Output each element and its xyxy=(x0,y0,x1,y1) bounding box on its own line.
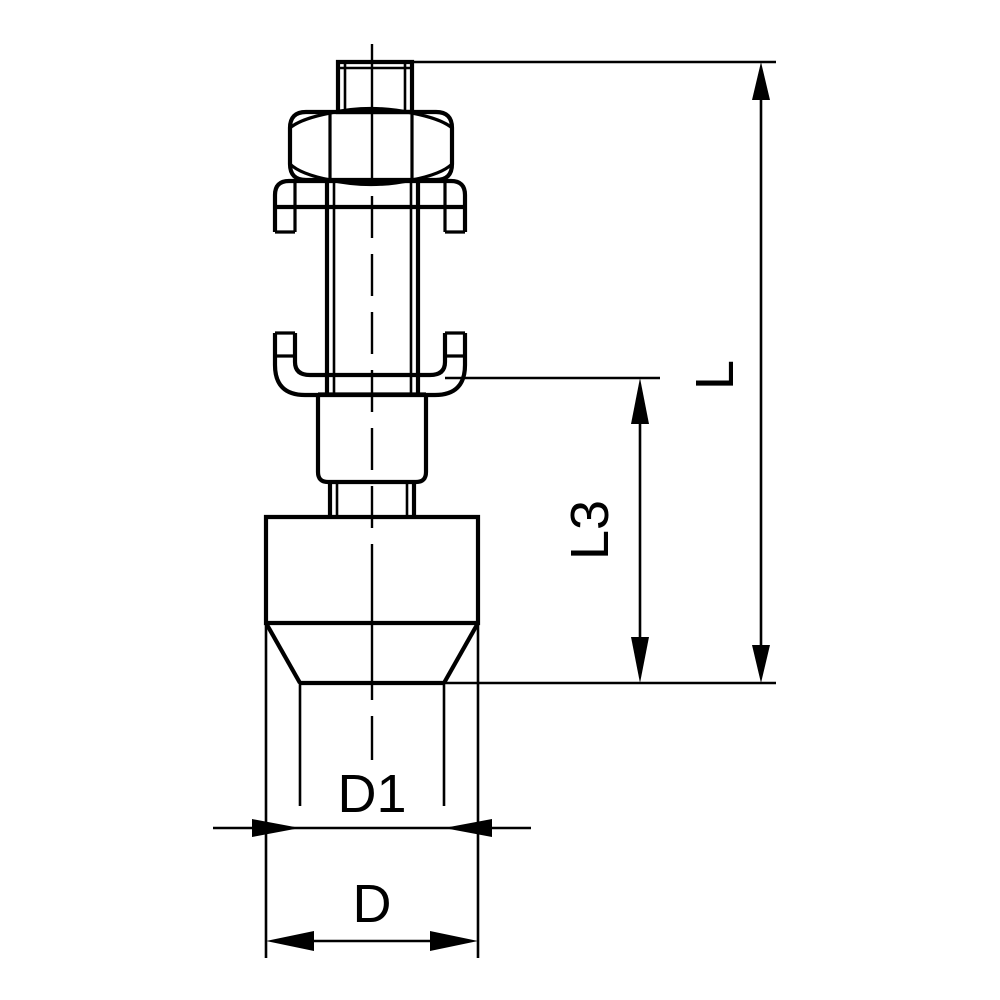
lower-u-clip xyxy=(272,331,468,398)
dimension-L3: L3 xyxy=(560,378,649,683)
dimension-D-arrow-left xyxy=(266,931,314,951)
dimension-L-arrow-top xyxy=(752,62,770,100)
dimension-D-label: D xyxy=(353,874,392,934)
neck-stem xyxy=(327,482,417,517)
dimension-L-label: L xyxy=(685,360,745,390)
tapered-cone xyxy=(264,621,480,686)
dimension-D1-arrow-left xyxy=(252,819,300,837)
lower-sleeve-bore xyxy=(298,683,446,806)
threaded-stud-top xyxy=(335,59,415,115)
dimension-L3-arrow-bottom xyxy=(631,637,649,683)
dimension-D1-arrow-right xyxy=(444,819,492,837)
dimension-D: D xyxy=(266,874,478,951)
dimension-L-arrow-bottom xyxy=(752,645,770,683)
dimension-L3-label: L3 xyxy=(560,500,620,560)
dimension-L: L xyxy=(685,62,770,683)
upper-retaining-clip xyxy=(272,178,468,234)
dimension-D1: D1 xyxy=(213,764,531,837)
collar-bushing xyxy=(315,392,429,485)
dimension-D1-label: D1 xyxy=(337,764,406,824)
threaded-shaft xyxy=(324,180,421,394)
horizontal-extension-lines xyxy=(400,60,776,685)
outer-body-extension-lines xyxy=(264,623,480,958)
dimension-L3-arrow-top xyxy=(631,378,649,424)
dimension-D-arrow-right xyxy=(430,931,478,951)
